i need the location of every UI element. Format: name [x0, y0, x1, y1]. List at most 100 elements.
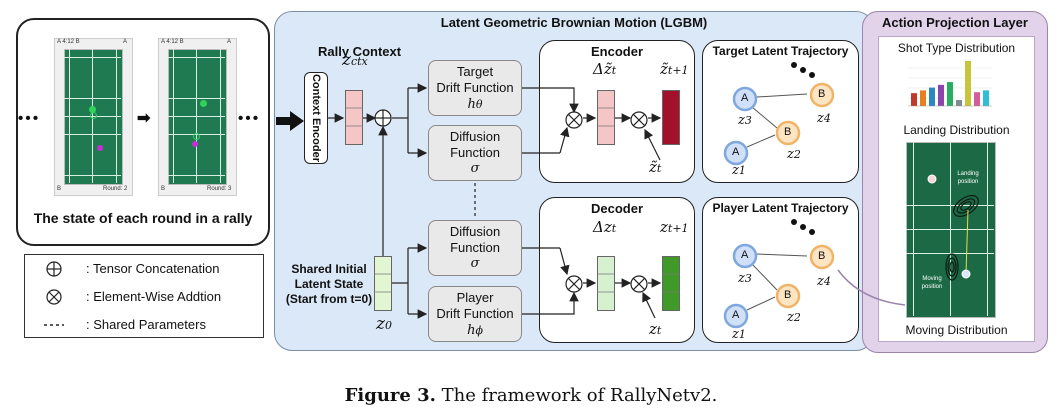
decoder-title: Decoder: [590, 201, 644, 216]
trajectory-node-icon: [723, 82, 835, 166]
encoder-curr-label: z̃t: [649, 158, 662, 176]
moving-distribution-label: Moving Distribution: [905, 323, 1008, 337]
z1-label: z1: [732, 327, 746, 342]
node-label: B: [818, 88, 826, 100]
court-line: [220, 49, 221, 183]
decoder-next-vector: [662, 256, 680, 311]
decoder-delta-label: Δzt: [593, 218, 617, 236]
court-line: [906, 253, 994, 254]
target-trajectory-graph: [723, 62, 835, 166]
shot-type-bar-chart: [908, 60, 992, 107]
court2-corner-bl: B: [161, 186, 166, 192]
court2-corner-tr: A: [227, 39, 232, 45]
player-drift-function-box: Player Drift Function hϕ: [428, 286, 522, 342]
rally-state-panel: [16, 18, 270, 246]
input-arrow-icon: [276, 111, 304, 131]
court-line: [913, 142, 914, 316]
court-line: [64, 98, 121, 99]
legend-icons: [44, 261, 64, 326]
target-drift-function-box: Target Drift Function hθ: [428, 60, 522, 116]
ellipsis-left: • • •: [18, 110, 38, 127]
moving-position-label: Moving position: [921, 276, 943, 290]
z4-label: z4: [817, 274, 831, 289]
node-label: A: [741, 92, 749, 104]
legend-label-elementwise: : Element-Wise Addtion: [86, 289, 222, 304]
court-line: [196, 49, 197, 183]
z-ctx-vector: [345, 90, 363, 145]
shuttle-marker-icon: [90, 112, 97, 119]
z3-label: z3: [738, 271, 752, 286]
shot-type-bar: [920, 90, 926, 106]
lgbm-title: Latent Geometric Brownian Motion (LGBM): [440, 15, 708, 30]
shot-type-bar: [929, 87, 935, 106]
shot-type-bar: [974, 92, 980, 106]
node-label: B: [818, 250, 826, 262]
decoder-delta-vector: [597, 256, 615, 311]
z1-label: z1: [732, 163, 746, 178]
context-encoder-box: [304, 72, 328, 164]
ellipsis-right: • • •: [238, 110, 258, 127]
court-line: [168, 57, 225, 58]
player-origin-icon: [961, 269, 971, 279]
court-line: [116, 49, 117, 183]
distribution-overlay: [927, 174, 979, 281]
legend-label-shared: : Shared Parameters: [86, 317, 206, 332]
court-line: [168, 98, 225, 99]
court-line: [168, 175, 225, 176]
opponent-marker-icon: [97, 145, 103, 151]
shuttle-origin-icon: [927, 174, 937, 184]
landing-position-label: Landing position: [957, 171, 979, 185]
action-layer-title: Action Projection Layer: [882, 15, 1028, 30]
player-trajectory-title: Player Latent Trajectory: [712, 201, 849, 215]
badminton-court-2: [168, 49, 227, 185]
opponent-marker-icon: [192, 141, 198, 147]
z0-vector: [374, 256, 392, 311]
elementwise-operator-icon: [565, 111, 648, 293]
z4-label: z4: [817, 111, 831, 126]
court2-score: A 4:12 B: [161, 39, 184, 45]
shuttle-marker-icon: [193, 133, 200, 140]
concat-operator-icon: [374, 109, 392, 127]
landing-distribution-label: Landing Distribution: [903, 123, 1010, 137]
rally-context-label: Rally Context: [318, 44, 402, 59]
node-label: B: [784, 126, 792, 138]
distribution-court: [906, 142, 996, 318]
legend-box: [24, 254, 264, 338]
figure-caption: Figure 3. The framework of RallyNetv2.: [344, 385, 718, 406]
node-label: A: [732, 146, 740, 158]
court-line: [64, 175, 121, 176]
shot-type-bar: [965, 60, 971, 106]
z2-label: z2: [787, 147, 801, 162]
circle-plus-icon: [46, 261, 62, 277]
node-label: A: [732, 309, 740, 321]
encoder-delta-label: Δz̃t: [593, 60, 617, 78]
court-line: [64, 134, 121, 135]
legend-label-concat: : Tensor Concatenation: [86, 261, 220, 276]
player-marker-icon: [89, 106, 96, 113]
player-marker-icon: [200, 100, 207, 107]
node-label: B: [784, 289, 792, 301]
player-trajectory-graph: [723, 219, 835, 329]
encoder-delta-vector: [597, 90, 615, 145]
decoder-curr-label: zt: [649, 320, 662, 338]
z0-symbol: z0: [376, 314, 392, 334]
shot-type-bar: [956, 100, 962, 106]
court-line: [69, 49, 70, 183]
diffusion-function-box-bottom: Diffusion Function σ: [428, 220, 522, 276]
court1-corner-tr: A: [123, 39, 128, 45]
court-line: [987, 142, 988, 316]
circle-times-icon: [46, 289, 62, 305]
court-line: [950, 142, 951, 316]
court1-corner-bl: B: [57, 186, 62, 192]
shot-type-bar: [983, 90, 989, 106]
target-trajectory-title: Target Latent Trajectory: [712, 44, 849, 58]
court2-round: Round: 3: [207, 186, 232, 192]
court-line: [173, 49, 174, 183]
court-line: [64, 57, 121, 58]
shared-initial-state-label: Shared Initial Latent State (Start from …: [285, 262, 373, 306]
diffusion-function-box-top: Diffusion Function σ: [428, 125, 522, 181]
